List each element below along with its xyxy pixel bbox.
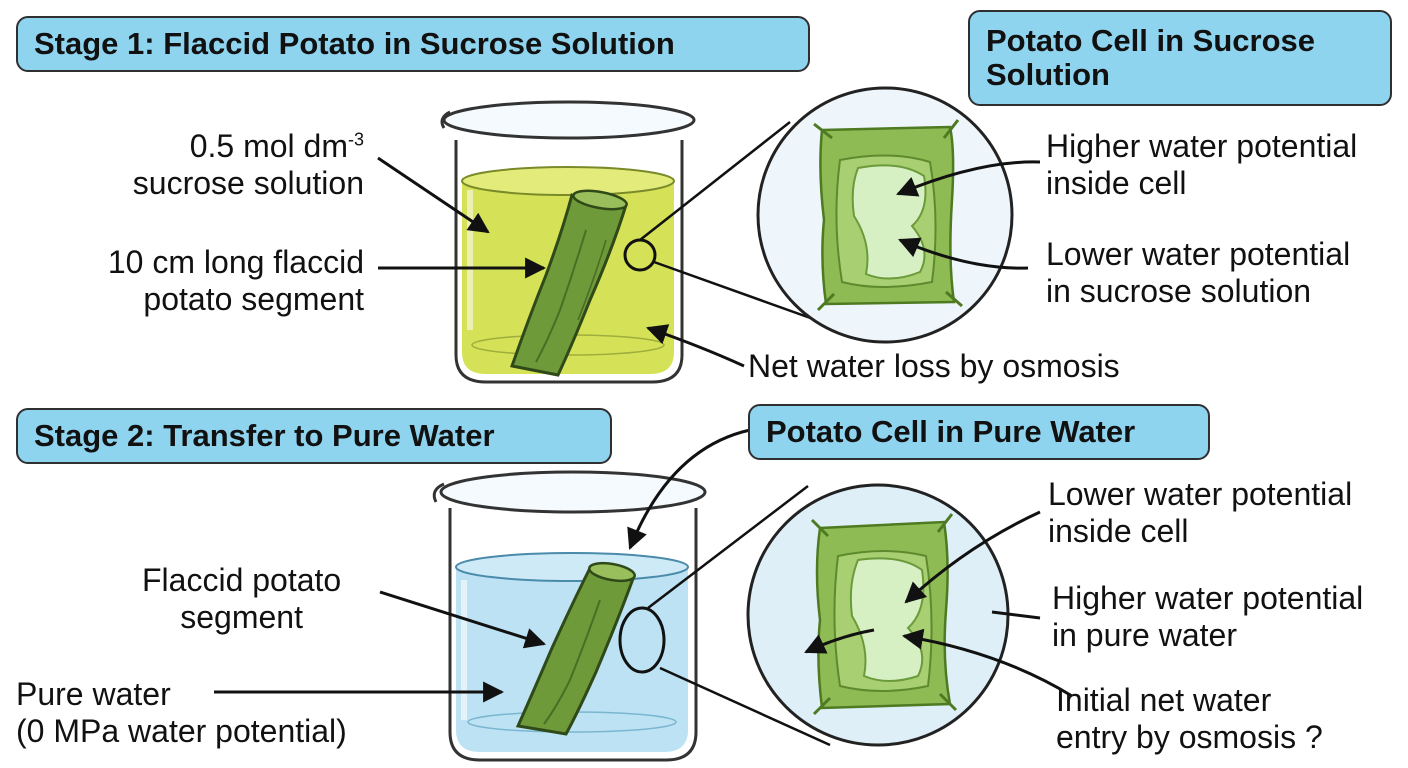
label-sucrose-solution: 0.5 mol dm-3 sucrose solution [132,128,364,201]
potato-segment-sucrose [510,189,628,377]
stage1-title: Stage 1: Flaccid Potato in Sucrose Solut… [16,16,810,72]
stage2-title: Stage 2: Transfer to Pure Water [16,408,612,464]
zoom-line [659,666,831,747]
arrow-to-sucrose [377,156,490,234]
zoom-marker-water [618,606,666,674]
cell2-title: Potato Cell in Pure Water [748,404,1210,460]
arrow-net-loss [646,324,745,368]
arrow-entry-in [901,628,1073,698]
label-lower-inside: Lower water potential inside cell [1048,476,1353,549]
arrow-higher-inside [896,160,1041,197]
label-potato-segment-1: 10 cm long flaccid potato segment [107,244,364,317]
potato-segment-water [515,561,637,736]
cell-magnifier-water [746,483,1010,747]
arrow-lower-sucrose [898,237,1029,270]
zoom-line [647,485,809,609]
label-potato-segment-2: Flaccid potato segment [142,562,342,635]
cell1-title: Potato Cell in Sucrose Solution [968,10,1392,106]
cell-magnifier-sucrose [756,86,1014,344]
label-net-loss: Net water loss by osmosis [748,348,1120,384]
arrow-cell2-to-water [627,428,751,550]
line-higher-water [991,610,1041,620]
arrow-lower-inside [904,510,1041,604]
label-pure-water: Pure water (0 MPa water potential) [16,676,347,749]
label-higher-pure-water: Higher water potential in pure water [1052,580,1364,653]
arrow-entry-out [804,628,875,654]
arrow-to-segment-2 [379,590,547,649]
label-net-entry: Initial net water entry by osmosis ? [1056,682,1323,755]
label-higher-inside: Higher water potential inside cell [1046,128,1358,201]
label-lower-sucrose: Lower water potential in sucrose solutio… [1046,236,1351,309]
zoom-line [639,121,791,241]
